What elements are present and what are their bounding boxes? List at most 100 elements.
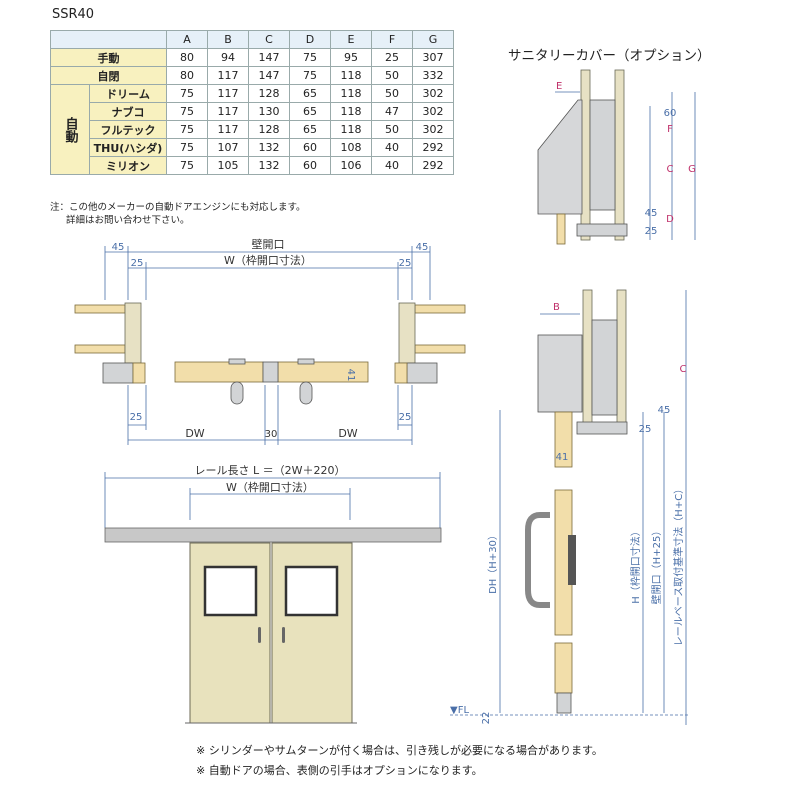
row-label: 手動 xyxy=(50,48,167,67)
cell: 302 xyxy=(412,84,454,103)
wall-stud xyxy=(74,304,126,314)
cell: 302 xyxy=(412,102,454,121)
auto-group-label: 自動 xyxy=(50,84,90,175)
rail-box xyxy=(589,99,616,211)
rail-length-label: レール長さ L ＝（2W＋220） xyxy=(195,464,346,477)
note-line-2: 詳細はお問い合わせ下さい。 xyxy=(66,215,190,226)
dw-left: DW xyxy=(185,427,204,440)
table-row: 自動 ドリーム 75 117 128 65 118 50 302 xyxy=(50,84,454,175)
dim-45-right: 45 xyxy=(416,242,429,253)
dim-41-plan: 41 xyxy=(345,369,356,382)
col-header: C xyxy=(248,30,290,49)
wall-opening-label: 壁開口 xyxy=(252,237,285,251)
cell: 50 xyxy=(371,84,413,103)
door-leaf-section-top xyxy=(554,411,573,468)
dw-right: DW xyxy=(338,427,357,440)
col-header: D xyxy=(289,30,331,49)
dim-dh: DH（H+30） xyxy=(487,530,499,594)
cell: 94 xyxy=(207,48,249,67)
cell: 118 xyxy=(330,120,372,139)
lock-case xyxy=(568,535,576,585)
right-jamb-fitting xyxy=(406,362,438,384)
row-label: ミリオン xyxy=(89,156,167,175)
cell: 47 xyxy=(371,102,413,121)
dim-25-sec: 25 xyxy=(645,226,658,237)
hanger xyxy=(297,358,315,365)
footnote-1: ※ シリンダーやサムターンが付く場合は、引き残しが必要になる場合があります。 xyxy=(196,744,603,757)
cell: 106 xyxy=(330,156,372,175)
cell: 292 xyxy=(412,156,454,175)
rail-box xyxy=(591,319,618,416)
handle-plan xyxy=(230,381,244,405)
cell: 117 xyxy=(207,84,249,103)
dim-41-sec: 41 xyxy=(556,452,569,463)
pull-handle xyxy=(525,512,550,608)
col-header: A xyxy=(166,30,208,49)
front-elevation: レール長さ L ＝（2W＋220） W（枠開口寸法） xyxy=(104,464,442,724)
wall-stud xyxy=(414,344,466,354)
cell: 75 xyxy=(289,48,331,67)
cell: 65 xyxy=(289,84,331,103)
cell: 130 xyxy=(248,102,290,121)
label-f: F xyxy=(667,124,673,135)
dim-45b: 45 xyxy=(658,405,671,416)
cell: 105 xyxy=(207,156,249,175)
sanitary-section: E F 60 C G D 45 25 xyxy=(537,69,696,245)
row-label: ドリーム xyxy=(89,84,167,103)
dim-60: 60 xyxy=(664,108,677,119)
handle-plan xyxy=(299,381,313,405)
table-row: 自閉 80 117 147 75 118 50 332 xyxy=(50,66,454,85)
cell: 65 xyxy=(289,102,331,121)
left-jamb-fitting xyxy=(102,362,134,384)
cell: 117 xyxy=(207,66,249,85)
cell: 80 xyxy=(166,48,208,67)
wall-stud xyxy=(74,344,126,354)
cell: 292 xyxy=(412,138,454,157)
left-leaf-plan xyxy=(174,361,264,383)
cell: 117 xyxy=(207,120,249,139)
cell: 118 xyxy=(330,102,372,121)
cell: 128 xyxy=(248,120,290,139)
dim-45-left: 45 xyxy=(112,242,125,253)
dim-30: 30 xyxy=(265,429,278,440)
w-frame-label: W（枠開口寸法） xyxy=(224,253,312,267)
right-handle xyxy=(282,627,285,643)
dim-h: H（枠開口寸法） xyxy=(629,526,642,604)
cover-box xyxy=(537,334,583,413)
table-row: ミリオン 75 105 132 60 106 40 292 xyxy=(51,156,454,175)
cell: 25 xyxy=(371,48,413,67)
wall-panel xyxy=(582,289,593,426)
left-jamb xyxy=(132,362,146,384)
row-label: 自閉 xyxy=(50,66,167,85)
cell: 302 xyxy=(412,120,454,139)
table-row: 手動 80 94 147 75 95 25 307 xyxy=(50,48,454,67)
row-label: THU(ハシダ) xyxy=(89,138,167,157)
label-g: G xyxy=(688,164,696,175)
dim-25b: 25 xyxy=(639,424,652,435)
dimension-table: A B C D E F G 手動 80 94 147 75 95 25 307 … xyxy=(50,30,454,175)
cell: 75 xyxy=(166,102,208,121)
left-frame xyxy=(124,302,142,364)
dim-25-bl: 25 xyxy=(130,412,143,423)
hanger xyxy=(228,358,246,365)
left-handle xyxy=(258,627,261,643)
dim-25-left: 25 xyxy=(131,258,144,269)
wall-stud xyxy=(414,304,466,314)
dim-25-br: 25 xyxy=(399,412,412,423)
frame-head xyxy=(576,421,628,435)
dim-25-right: 25 xyxy=(399,258,412,269)
right-frame xyxy=(398,302,416,364)
label-c: C xyxy=(667,164,674,175)
cell: 75 xyxy=(166,120,208,139)
sanitary-cover xyxy=(537,99,583,215)
door-top xyxy=(556,213,566,245)
rail-cover xyxy=(104,527,442,543)
frame-head xyxy=(576,223,628,237)
meeting-stile xyxy=(262,361,279,383)
cell: 147 xyxy=(248,48,290,67)
floor-guide xyxy=(556,692,572,714)
cell: 95 xyxy=(330,48,372,67)
note-line-1: 注：この他のメーカーの自動ドアエンジンにも対応します。 xyxy=(50,202,306,213)
sanitary-cover-title: サニタリーカバー（オプション） xyxy=(508,48,711,64)
dim-22: 22 xyxy=(481,712,492,725)
